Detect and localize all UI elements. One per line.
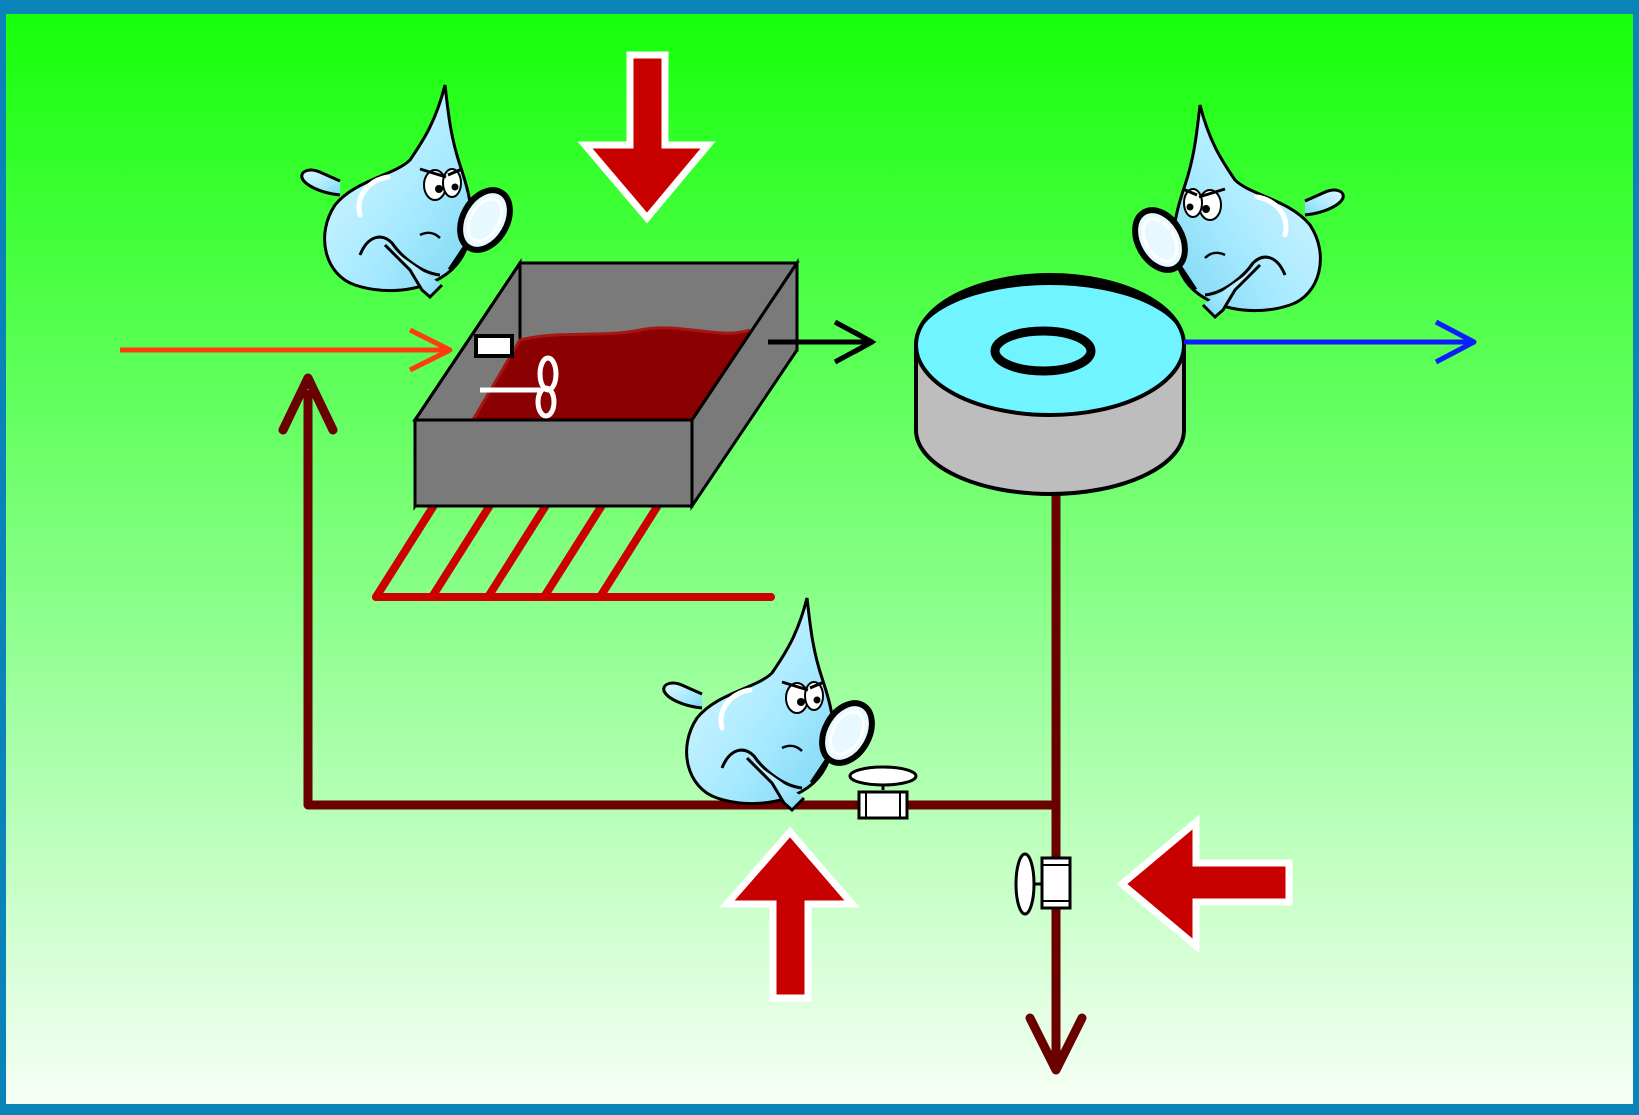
arrow-down-icon [577, 51, 716, 224]
background-gradient [6, 14, 1633, 1104]
inlet-sensor-icon [474, 334, 514, 358]
effluent-arrow [1184, 319, 1477, 365]
waste-sludge-line [1025, 490, 1087, 1075]
transfer-arrow-head [833, 319, 875, 365]
clarifier-icon [914, 273, 1186, 496]
mixer-probe-icon [480, 355, 559, 419]
influent-arrow [120, 327, 453, 373]
arrow-up-icon [719, 826, 860, 1002]
waste-sludge-valve-icon [1014, 852, 1072, 916]
aeration-tank-icon [412, 258, 800, 511]
return-sludge-line [278, 373, 1053, 810]
return-sludge-valve-icon [848, 765, 918, 820]
arrow-left-icon [1116, 814, 1293, 954]
